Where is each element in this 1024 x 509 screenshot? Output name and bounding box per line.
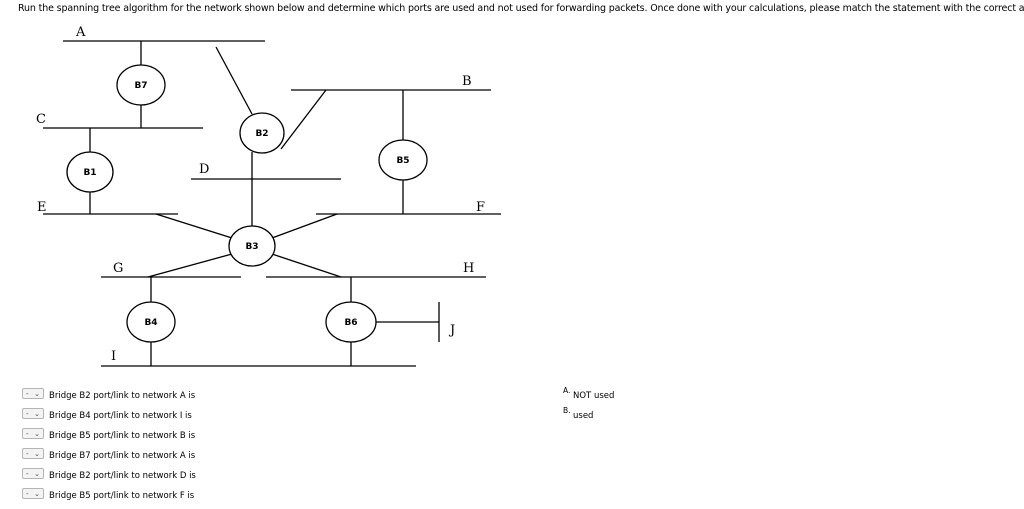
bridge-b1-label: B1 (83, 168, 96, 178)
bridge-b3-label: B3 (245, 242, 258, 252)
network-g-label: G (113, 261, 123, 276)
network-c-label: C (36, 112, 46, 127)
statement-text: Bridge B2 port/link to network A is (49, 391, 196, 401)
network-b-label: B (462, 74, 472, 89)
question-text: Run the spanning tree algorithm for the … (18, 3, 1024, 14)
statement-text: Bridge B5 port/link to network B is (49, 431, 196, 441)
bridge-b5 (378, 139, 428, 181)
network-j-label: J (448, 323, 455, 338)
answer-dropdown[interactable]: -⌄ (22, 448, 44, 459)
chevron-down-icon: ⌄ (34, 410, 40, 418)
bridge-b2 (239, 112, 285, 154)
answer-dropdown[interactable]: -⌄ (22, 468, 44, 479)
bridge-b6 (325, 301, 377, 343)
chevron-down-icon: ⌄ (34, 390, 40, 398)
answer-dropdown[interactable]: -⌄ (22, 428, 44, 439)
bridge-b7-label: B7 (134, 81, 147, 91)
bridge-b4 (126, 301, 176, 343)
answer-dropdown[interactable]: -⌄ (22, 408, 44, 419)
network-f-label: F (476, 200, 485, 215)
chevron-down-icon: ⌄ (34, 430, 40, 438)
chevron-down-icon: ⌄ (34, 470, 40, 478)
network-i-label: I (111, 349, 116, 364)
answer-dropdown[interactable]: -⌄ (22, 488, 44, 499)
answer-text: NOT used (573, 391, 615, 401)
bridge-b1 (66, 151, 114, 193)
bridge-b3 (228, 225, 276, 267)
bridge-b4-label: B4 (144, 318, 157, 328)
bridge-b6-label: B6 (344, 318, 357, 328)
answer-letter: B. (563, 406, 571, 415)
bridge-b7 (116, 64, 166, 106)
network-h-label: H (463, 261, 474, 276)
answer-dropdown[interactable]: -⌄ (22, 388, 44, 399)
statement-text: Bridge B4 port/link to network I is (49, 411, 192, 421)
network-a-label: A (75, 25, 86, 40)
statement-text: Bridge B5 port/link to network F is (49, 491, 195, 501)
network-e-label: E (37, 200, 47, 215)
chevron-down-icon: ⌄ (34, 450, 40, 458)
network-d-label: D (199, 162, 209, 177)
answer-letter: A. (563, 386, 571, 395)
bridge-b2-label: B2 (255, 129, 268, 139)
statement-text: Bridge B7 port/link to network A is (49, 451, 196, 461)
statement-text: Bridge B2 port/link to network D is (49, 471, 196, 481)
chevron-down-icon: ⌄ (34, 490, 40, 498)
answer-text: used (573, 411, 594, 421)
bridge-b5-label: B5 (396, 156, 409, 166)
